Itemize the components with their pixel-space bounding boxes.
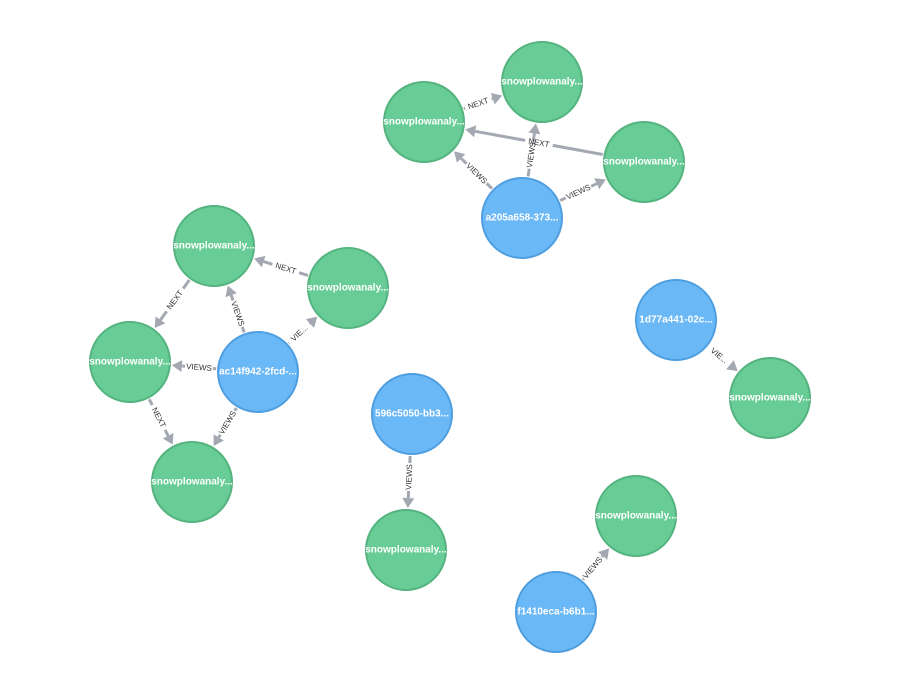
edge-label: VIEWS xyxy=(565,183,592,202)
node-circle[interactable] xyxy=(365,509,447,591)
edge-p4-p6[interactable]: NEXT xyxy=(154,279,191,328)
user-node-u3[interactable]: 596c5050-bb3... xyxy=(371,373,453,455)
arrowhead-icon xyxy=(528,123,541,135)
node-circle[interactable] xyxy=(501,41,583,123)
edge-u2-p6[interactable]: VIEWS xyxy=(171,360,217,373)
edge-line xyxy=(581,577,585,581)
edge-line xyxy=(485,182,494,190)
arrowhead-icon xyxy=(402,497,415,509)
edge-label: NEXT xyxy=(150,406,168,429)
node-circle[interactable] xyxy=(635,279,717,361)
user-node-u4[interactable]: 1d77a441-02c... xyxy=(635,279,717,361)
arrowhead-icon xyxy=(598,548,610,560)
edge-line xyxy=(147,398,154,406)
page-node-p10[interactable]: snowplowanaly... xyxy=(595,475,677,557)
edge-p6-p7[interactable]: NEXT xyxy=(147,398,174,445)
edge-line xyxy=(298,271,309,277)
page-node-p5[interactable]: snowplowanaly... xyxy=(307,247,389,329)
arrowhead-icon xyxy=(213,434,224,446)
edge-label: VIEWS xyxy=(217,409,238,436)
edge-line xyxy=(159,310,168,321)
node-circle[interactable] xyxy=(217,331,299,413)
arrowhead-icon xyxy=(254,255,266,268)
edge-p2-p1[interactable]: NEXT xyxy=(463,93,503,111)
edge-label: VIEWS xyxy=(464,161,489,185)
page-node-p8[interactable]: snowplowanaly... xyxy=(365,509,447,591)
edge-u5-p10[interactable]: VIEWS xyxy=(581,548,610,581)
edge-label: VIEWS xyxy=(581,555,604,581)
node-circle[interactable] xyxy=(729,357,811,439)
arrowhead-icon xyxy=(225,285,237,298)
user-node-u2[interactable]: ac14f942-2fcd-... xyxy=(217,331,299,413)
edge-u1-p3[interactable]: VIEWS xyxy=(559,178,606,202)
page-node-p6[interactable]: snowplowanaly... xyxy=(89,321,171,403)
edge-line xyxy=(181,279,191,290)
edge-label: NEXT xyxy=(274,261,297,276)
node-circle[interactable] xyxy=(595,475,677,557)
edge-p5-p4[interactable]: NEXT xyxy=(254,255,309,277)
edge-line xyxy=(552,143,603,156)
edge-label: VIE... xyxy=(289,323,309,343)
arrowhead-icon xyxy=(171,360,183,373)
edge-line xyxy=(217,433,222,439)
edge-label: VIEWS xyxy=(404,464,414,490)
edge-label: VIE... xyxy=(709,346,730,365)
edge-label: VIEWS xyxy=(186,362,212,373)
node-circle[interactable] xyxy=(173,205,255,287)
edge-line xyxy=(559,196,567,202)
edge-u1-p1[interactable]: VIEWS xyxy=(525,123,541,177)
user-node-u1[interactable]: a205a658-373... xyxy=(481,177,563,259)
node-circle[interactable] xyxy=(603,121,685,203)
node-circle[interactable] xyxy=(371,373,453,455)
node-circle[interactable] xyxy=(515,571,597,653)
node-circle[interactable] xyxy=(89,321,171,403)
edge-line xyxy=(263,260,273,266)
arrowhead-icon xyxy=(454,151,466,163)
edge-u2-p7[interactable]: VIEWS xyxy=(213,407,238,446)
arrowhead-icon xyxy=(162,433,174,445)
nodes-layer: a205a658-373...snowplowanaly...snowplowa… xyxy=(89,41,811,653)
edge-label: VIEWS xyxy=(229,300,246,327)
node-circle[interactable] xyxy=(481,177,563,259)
edge-line xyxy=(531,133,536,142)
user-node-u5[interactable]: f1410eca-b6b1... xyxy=(515,571,597,653)
edge-u1-p2[interactable]: VIEWS xyxy=(454,151,494,190)
edge-line xyxy=(526,168,531,177)
edge-label: NEXT xyxy=(165,289,185,312)
edge-line xyxy=(474,129,526,142)
page-node-p4[interactable]: snowplowanaly... xyxy=(173,205,255,287)
edge-line xyxy=(229,294,235,301)
node-circle[interactable] xyxy=(383,81,465,163)
arrowhead-icon xyxy=(726,360,738,372)
page-node-p9[interactable]: snowplowanaly... xyxy=(729,357,811,439)
arrowhead-icon xyxy=(594,178,606,190)
arrowhead-icon xyxy=(465,125,477,138)
edge-line xyxy=(233,407,238,412)
node-circle[interactable] xyxy=(151,441,233,523)
edge-line xyxy=(240,326,246,333)
node-circle[interactable] xyxy=(307,247,389,329)
edge-label: NEXT xyxy=(467,96,490,111)
page-node-p1[interactable]: snowplowanaly... xyxy=(501,41,583,123)
edge-line xyxy=(460,157,468,165)
page-node-p3[interactable]: snowplowanaly... xyxy=(603,121,685,203)
edge-line xyxy=(600,554,604,559)
edge-u2-p5[interactable]: VIE... xyxy=(287,316,318,345)
edge-u2-p4[interactable]: VIEWS xyxy=(225,285,246,333)
page-node-p7[interactable]: snowplowanaly... xyxy=(151,441,233,523)
edge-line xyxy=(590,182,598,188)
edge-label: VIEWS xyxy=(525,142,538,169)
edge-u4-p9[interactable]: VIE... xyxy=(707,345,738,372)
page-node-p2[interactable]: snowplowanaly... xyxy=(383,81,465,163)
arrowhead-icon xyxy=(305,316,318,328)
arrowhead-icon xyxy=(154,316,166,328)
edge-line xyxy=(163,429,170,437)
edge-label: NEXT xyxy=(528,137,551,150)
edge-p3-p2[interactable]: NEXT xyxy=(465,125,603,156)
arrowhead-icon xyxy=(490,93,503,105)
edge-u3-p8[interactable]: VIEWS xyxy=(402,455,415,509)
